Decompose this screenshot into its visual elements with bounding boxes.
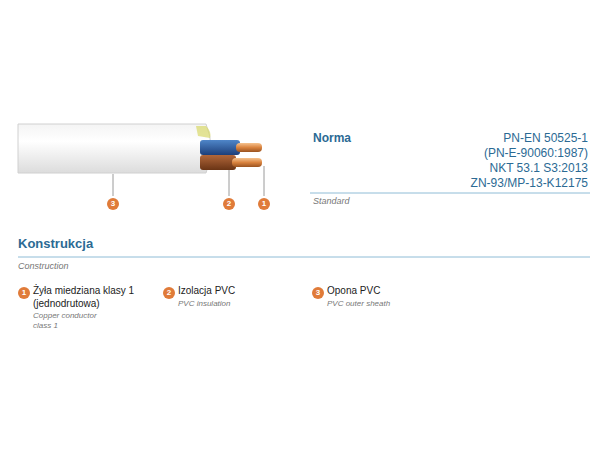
english-caption: PVC insulation [178, 299, 230, 309]
standard-code: PN-EN 50525-1 [503, 131, 588, 146]
callout-number: 3 [107, 198, 119, 210]
english-caption: Copper conductor class 1 [33, 311, 105, 331]
english-caption: Standard [313, 196, 350, 207]
callout-number: 2 [163, 287, 175, 299]
leader-line [264, 166, 265, 196]
blue-insulation [200, 140, 240, 155]
standard-heading: Norma [313, 131, 351, 146]
callout-number: 3 [312, 287, 324, 299]
rule-line [18, 257, 590, 258]
english-caption: Construction [18, 261, 69, 272]
copper-conductor [236, 143, 262, 152]
standard-code: NKT 53.1 S3:2013 [489, 161, 588, 176]
brown-insulation [200, 155, 236, 170]
section-heading: Konstrukcja [18, 236, 93, 252]
standard-code: ZN-93/MP-13-K12175 [471, 176, 588, 191]
callout-number: 1 [18, 287, 30, 299]
callout-number: 2 [223, 198, 235, 210]
rule-line [310, 193, 590, 194]
part-name: Opona PVC [327, 285, 380, 298]
outer-sheath [18, 124, 211, 173]
part-name: Żyła miedziana klasy 1 (jednodrutowa) [33, 285, 158, 310]
copper-conductor [232, 158, 262, 167]
english-caption: PVC outer sheath [327, 299, 390, 309]
standard-code: (PN-E-90060:1987) [484, 146, 588, 161]
part-name: Izolacja PVC [178, 285, 235, 298]
leader-line [229, 170, 230, 196]
leader-line [113, 174, 114, 196]
earth-hint [196, 126, 211, 138]
callout-number: 1 [258, 198, 270, 210]
